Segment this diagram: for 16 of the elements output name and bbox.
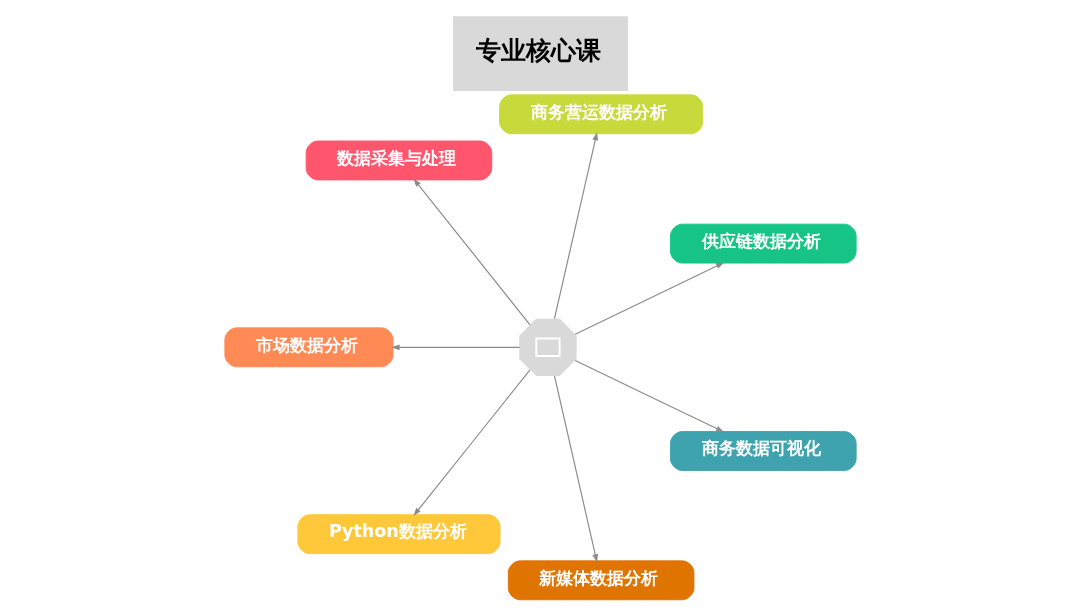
node-box: Python数据分析	[296, 514, 501, 555]
arrow	[390, 344, 520, 351]
node-picture	[518, 318, 577, 376]
arrow	[574, 359, 724, 433]
node-box: 新媒体数据分析	[507, 560, 694, 601]
node-box: 商务数据可视化	[669, 431, 857, 471]
arrow	[553, 375, 598, 563]
arrow	[553, 132, 598, 320]
arrow	[574, 262, 724, 335]
node-box: 市场数据分析	[223, 327, 394, 368]
diagram-title: 专业核心课	[475, 36, 601, 66]
node-box: 数据采集与处理	[305, 140, 492, 181]
node-box: 商务营运数据分析	[498, 94, 703, 135]
node-box: 供应链数据分析	[669, 223, 857, 264]
arrow	[412, 369, 531, 517]
arrow	[412, 178, 531, 326]
